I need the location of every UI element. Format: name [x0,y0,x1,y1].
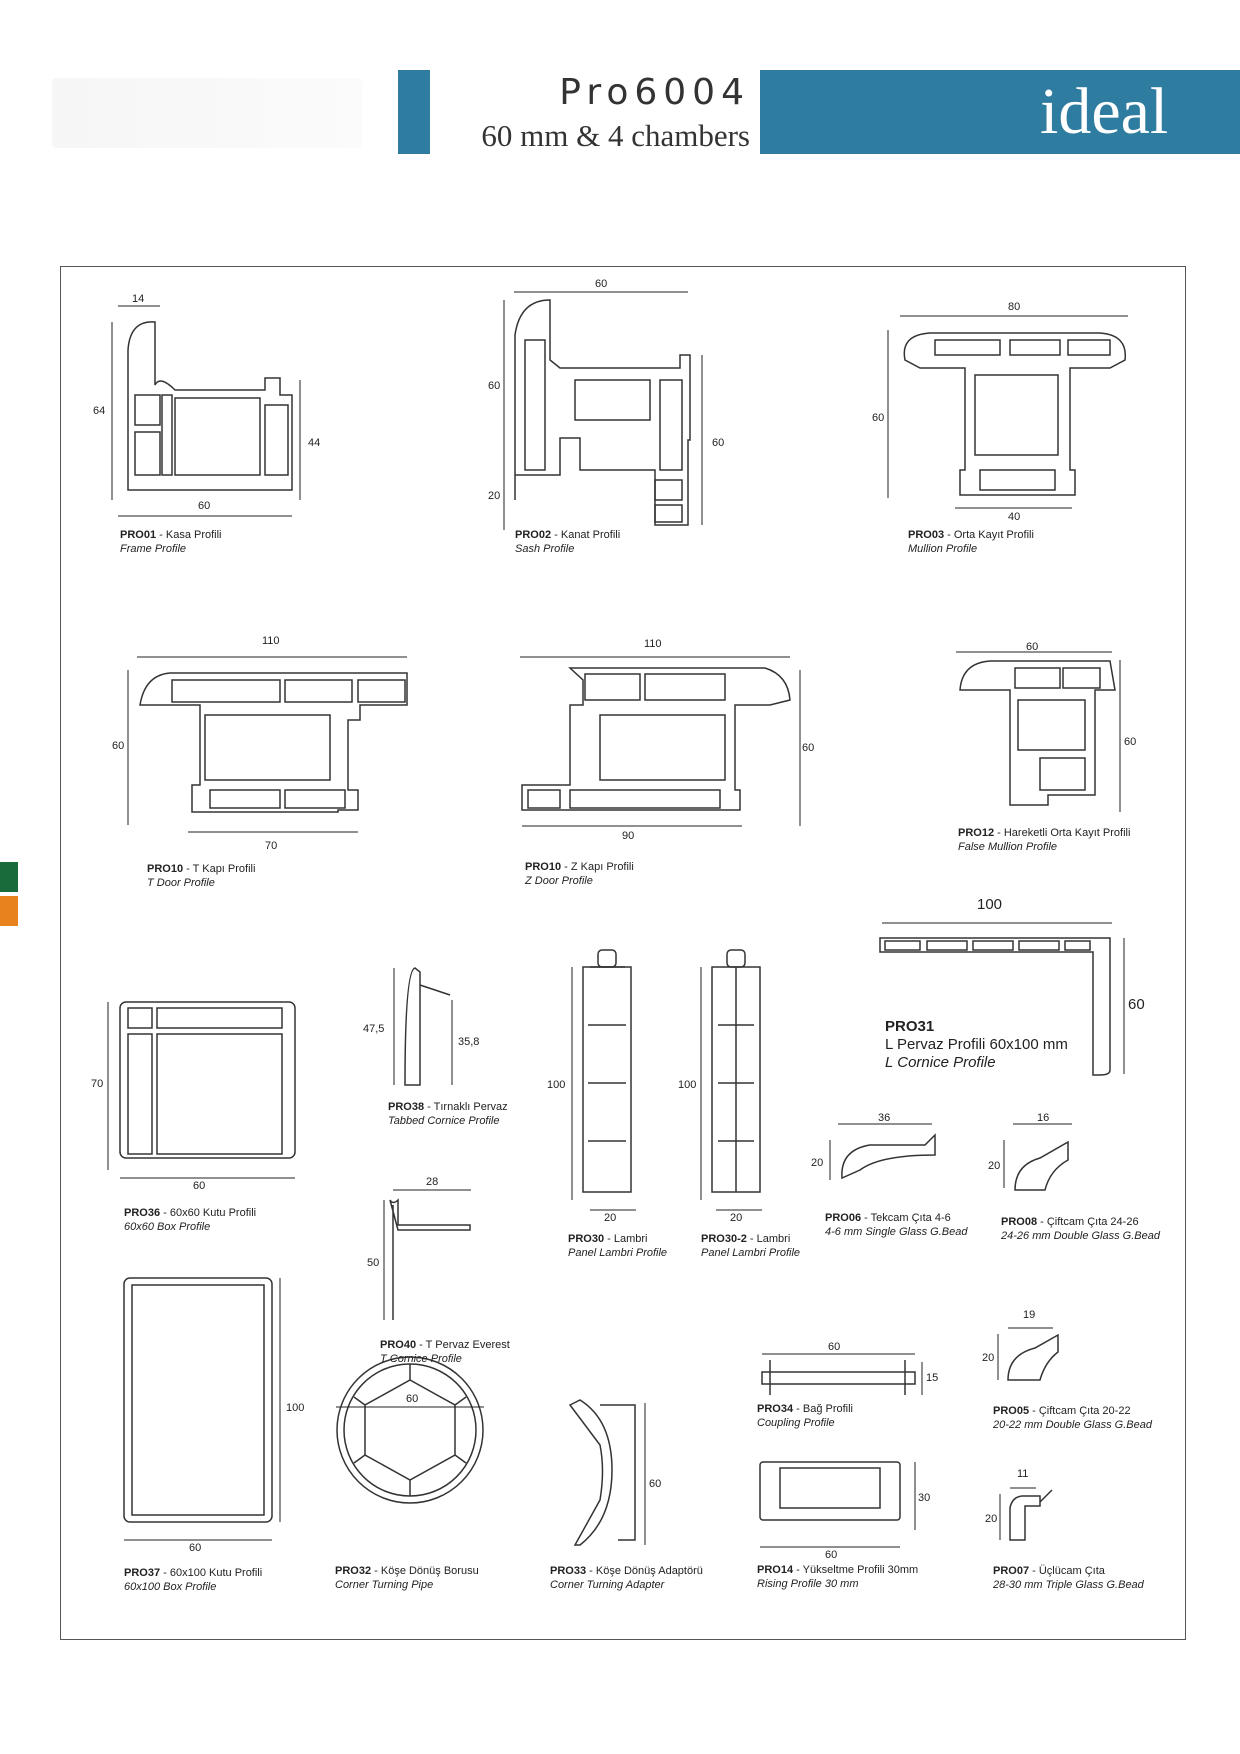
dim-label: 60 [189,1542,202,1554]
dim-label: 60 [1124,736,1137,748]
dim-label: 50 [367,1257,380,1269]
dim-label: 100 [678,1079,697,1091]
dim-label: 60 [712,437,725,449]
header-accent-bar [398,70,430,154]
dim-label: 60 [406,1393,419,1405]
dim-label: 110 [262,635,280,647]
dim-label: 90 [622,830,635,842]
dim-label: 60 [1026,641,1039,653]
dim-label: 60 [1128,996,1145,1013]
dim-label: 100 [286,1402,305,1414]
dim-label: 20 [730,1212,743,1224]
dim-label: 44 [308,437,321,449]
dim-label: 15 [926,1372,939,1384]
dim-label: 60 [825,1549,838,1561]
dim-label: 19 [1023,1309,1036,1321]
brand-logo: ideal [1040,75,1169,148]
dim-label: 28 [426,1176,439,1188]
dim-label: 70 [91,1078,104,1090]
dim-label: 60 [828,1341,841,1353]
page-title: Pro6004 [559,72,750,113]
dim-label: 35,8 [458,1036,480,1048]
dim-label: 100 [547,1079,566,1091]
dim-label: 40 [1008,511,1021,523]
dim-label: 20 [604,1212,617,1224]
dim-label: 100 [977,896,1003,913]
brand-bar [760,70,1240,154]
dim-label: 30 [918,1492,931,1504]
dim-label: 47,5 [363,1023,385,1035]
dim-label: 11 [1017,1468,1029,1480]
page-subtitle: 60 mm & 4 chambers [481,118,750,153]
dim-label: 60 [112,740,125,752]
dim-label: 80 [1008,301,1021,313]
dim-label: 60 [595,278,608,290]
dim-label: 20 [982,1352,995,1364]
dim-label: 20 [985,1513,998,1525]
dim-label: 70 [265,840,278,852]
dim-label: 20 [488,490,501,502]
faded-logo [52,78,362,148]
catalog-frame [60,266,1186,1640]
dim-label: 60 [193,1180,206,1192]
dim-label: 20 [811,1157,824,1169]
dim-label: 20 [988,1160,1001,1172]
dim-label: 60 [649,1478,662,1490]
dim-label: 60 [198,500,211,512]
dim-label: 60 [802,742,815,754]
dim-label: 60 [488,380,501,392]
dim-label: 14 [132,293,145,305]
dim-label: 36 [878,1112,891,1124]
dim-label: 64 [93,405,106,417]
side-tab-green [0,862,18,892]
dim-label: 110 [644,638,662,650]
dim-label: 60 [872,412,885,424]
dim-label: 16 [1037,1112,1050,1124]
side-tab-orange [0,896,18,926]
